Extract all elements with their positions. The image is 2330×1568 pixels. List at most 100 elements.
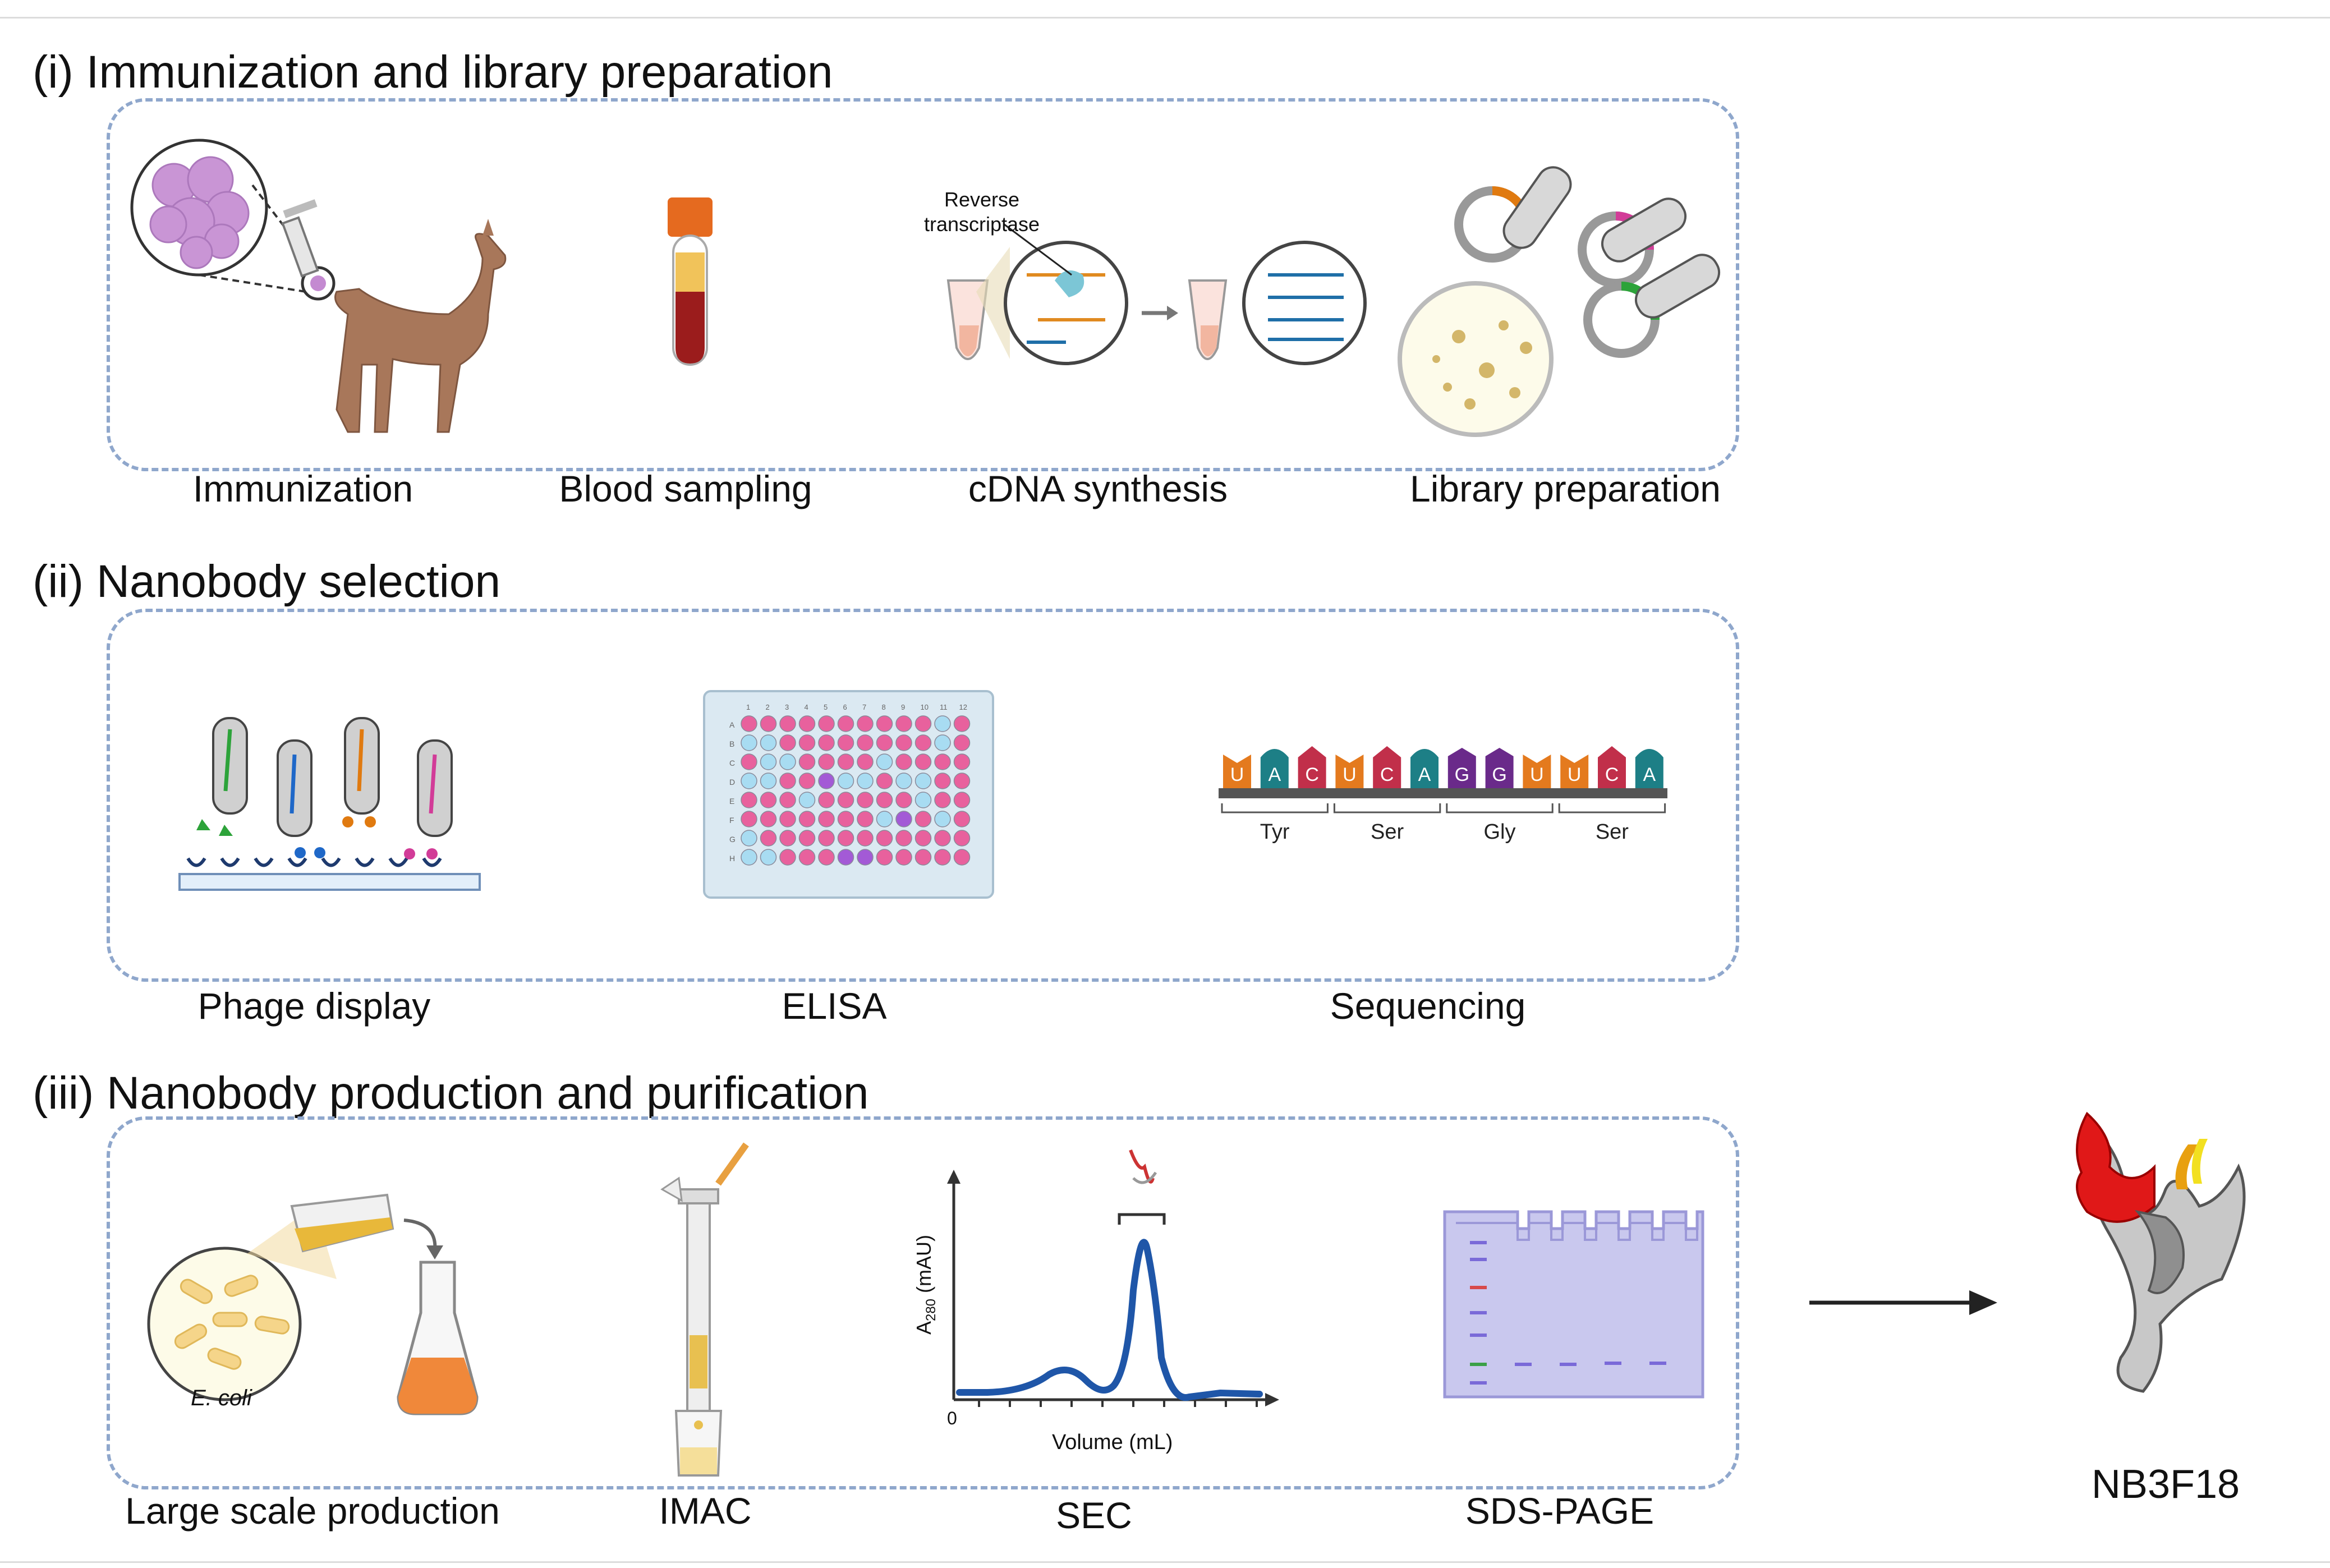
sequence-base: [1410, 749, 1439, 788]
elisa-well: [741, 753, 757, 770]
imac-illustration: [660, 1142, 749, 1477]
step-label-sequencing: Sequencing: [1330, 985, 1526, 1027]
elisa-well: [876, 811, 893, 827]
step-label-imac: IMAC: [659, 1490, 752, 1532]
elisa-well: [857, 849, 874, 866]
large-scale-production-illustration: [147, 1193, 479, 1415]
sequence-base-letter: G: [1455, 764, 1469, 785]
elisa-well: [779, 811, 796, 827]
elisa-well: [857, 734, 874, 751]
section-title-immunization: (i) Immunization and library preparation: [33, 47, 833, 98]
elisa-well: [934, 830, 951, 847]
elisa-well: [934, 811, 951, 827]
sequence-base-letter: U: [1343, 764, 1357, 785]
codon-bracket: [1333, 803, 1441, 813]
elisa-row-label: G: [729, 835, 736, 844]
elisa-well: [818, 849, 835, 866]
elisa-well: [837, 811, 854, 827]
step-label-elisa: ELISA: [782, 985, 887, 1027]
elisa-well: [895, 715, 912, 732]
elisa-well: [934, 772, 951, 789]
elisa-col-label: 9: [901, 703, 905, 711]
elisa-well: [914, 830, 932, 847]
elisa-well: [741, 734, 757, 751]
elisa-well: [779, 849, 796, 866]
panel-production: [107, 1116, 1739, 1489]
elisa-col-label: 1: [746, 703, 750, 711]
elisa-well: [779, 715, 796, 732]
elisa-well: [741, 811, 757, 827]
bottom-border-line: [0, 1561, 2330, 1563]
elisa-well: [779, 753, 796, 770]
library-illustration: [1398, 166, 1721, 437]
elisa-well: [876, 830, 893, 847]
elisa-well: [876, 772, 893, 789]
section-title-selection: (ii) Nanobody selection: [33, 556, 501, 607]
e-coli-label: E. coli: [191, 1386, 252, 1410]
sequence-base-letter: A: [1418, 764, 1431, 785]
elisa-well: [876, 849, 893, 866]
sequence-base-letter: C: [1380, 764, 1394, 785]
elisa-well: [914, 849, 932, 866]
sec-ylabel: A280 (mAU): [912, 1234, 939, 1335]
elisa-well: [895, 830, 912, 847]
elisa-well: [953, 734, 971, 751]
codon-bracket: [1221, 803, 1329, 813]
sec-chart: [947, 1149, 1279, 1407]
sequence-base: [1523, 755, 1551, 788]
elisa-well: [895, 753, 912, 770]
elisa-well: [798, 792, 816, 808]
elisa-well: [876, 734, 893, 751]
elisa-well: [876, 753, 893, 770]
section-title-production: (iii) Nanobody production and purificati…: [33, 1068, 869, 1119]
step-label-blood-sampling: Blood sampling: [559, 468, 812, 509]
elisa-well: [741, 849, 757, 866]
elisa-col-label: 4: [805, 703, 808, 711]
elisa-well: [760, 734, 777, 751]
elisa-col-label: 8: [882, 703, 886, 711]
elisa-well: [914, 811, 932, 827]
elisa-well: [837, 792, 854, 808]
sequence-base: [1560, 755, 1589, 788]
elisa-well: [779, 772, 796, 789]
nanobody-name: NB3F18: [2091, 1462, 2240, 1507]
elisa-col-label: 12: [959, 703, 967, 711]
elisa-well: [760, 772, 777, 789]
elisa-well: [837, 715, 854, 732]
elisa-well: [837, 734, 854, 751]
phage-display-illustration: [178, 717, 481, 891]
elisa-well: [818, 715, 835, 732]
sequence-base-letter: A: [1643, 764, 1656, 785]
elisa-col-label: 11: [940, 703, 948, 711]
elisa-well: [779, 734, 796, 751]
elisa-well: [779, 830, 796, 847]
elisa-well: [818, 753, 835, 770]
elisa-well: [741, 772, 757, 789]
elisa-well: [760, 811, 777, 827]
elisa-well: [953, 849, 971, 866]
sequence-base-letter: G: [1492, 764, 1506, 785]
elisa-row-label: H: [729, 854, 735, 863]
elisa-well: [857, 811, 874, 827]
elisa-well: [914, 772, 932, 789]
elisa-col-label: 3: [785, 703, 789, 711]
step-label-cdna-synthesis: cDNA synthesis: [968, 468, 1228, 509]
elisa-well: [914, 715, 932, 732]
elisa-col-label: 5: [824, 703, 828, 711]
elisa-well: [857, 830, 874, 847]
sequence-base-letter: C: [1605, 764, 1619, 785]
reverse-transcriptase-label: Reverse transcriptase: [923, 188, 1040, 236]
elisa-well: [914, 792, 932, 808]
codon-bracket: [1446, 803, 1554, 813]
elisa-well: [818, 792, 835, 808]
elisa-well: [760, 849, 777, 866]
elisa-well: [760, 753, 777, 770]
sec-trace: [956, 1239, 1263, 1401]
step-label-immunization: Immunization: [192, 468, 413, 509]
sequence-base-letter: C: [1305, 764, 1319, 785]
elisa-well: [837, 772, 854, 789]
elisa-well: [953, 772, 971, 789]
elisa-well: [914, 753, 932, 770]
